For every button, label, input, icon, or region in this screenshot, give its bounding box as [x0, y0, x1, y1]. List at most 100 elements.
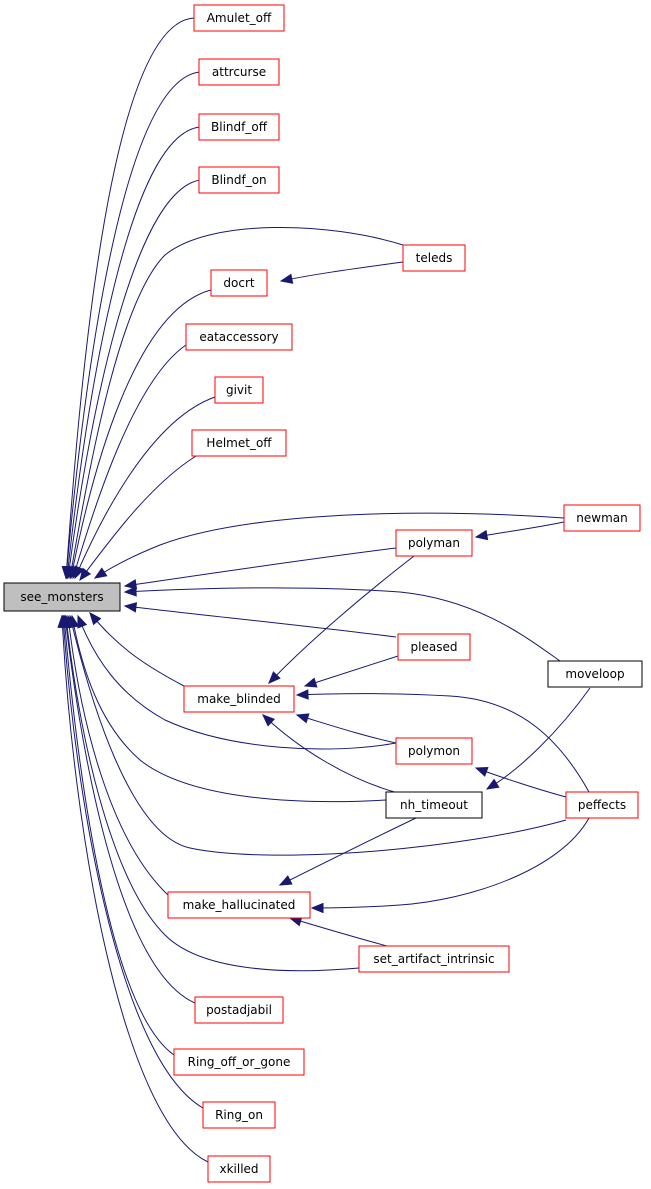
edge-line: [65, 615, 360, 972]
arrowhead-icon: [57, 614, 68, 628]
node-label: see_monsters: [20, 590, 103, 604]
node-teleds[interactable]: teleds: [402, 244, 466, 272]
edge-line: [486, 687, 591, 790]
node-label: make_blinded: [197, 692, 280, 706]
edge-line: [296, 714, 397, 744]
edge-line: [69, 227, 404, 579]
arrowhead-icon: [123, 586, 137, 597]
edge-Amulet_off-to-see_monsters: [61, 17, 196, 580]
edge-peffects-to-polymon: [474, 767, 567, 798]
node-box: [194, 996, 284, 1024]
edge-line: [296, 693, 590, 793]
node-box: [207, 1155, 271, 1183]
node-blindf-off[interactable]: Blindf_off: [198, 113, 280, 141]
edge-newman-to-see_monsters: [93, 512, 565, 579]
edge-line: [475, 767, 567, 798]
node-label: moveloop: [565, 667, 624, 681]
arrowhead-icon: [123, 579, 138, 590]
node-label: set_artifact_intrinsic: [373, 952, 494, 966]
node-label: docrt: [223, 276, 254, 290]
arrowhead-icon: [123, 602, 138, 613]
edge-postadjabil-to-see_monsters: [61, 614, 196, 1004]
edge-line: [66, 126, 201, 579]
node-eataccessory[interactable]: eataccessory: [185, 323, 293, 351]
node-make-blinded[interactable]: make_blinded: [183, 685, 295, 713]
edge-line: [124, 605, 397, 638]
node-newman[interactable]: newman: [563, 504, 641, 532]
arrowhead-icon: [485, 778, 500, 790]
node-label: Ring_off_or_gone: [188, 1055, 291, 1069]
edge-newman-to-polyman: [474, 521, 565, 541]
node-label: eataccessory: [199, 330, 278, 344]
node-box: [395, 529, 473, 557]
edge-line: [77, 615, 397, 750]
edge-line: [94, 512, 565, 579]
node-amulet-off[interactable]: Amulet_off: [193, 4, 285, 32]
node-box: [185, 323, 293, 351]
edge-peffects-to-see_monsters: [67, 614, 567, 856]
graph-edges: [57, 17, 591, 1163]
edge-line: [262, 714, 399, 794]
arrowhead-icon: [278, 875, 293, 886]
node-box: [385, 791, 483, 819]
node-polyman[interactable]: polyman: [395, 529, 473, 557]
edge-set_artifact_intrinsic-to-make_hallucinated: [288, 916, 388, 947]
node-make-hallucinated[interactable]: make_hallucinated: [167, 891, 311, 919]
node-attrcurse[interactable]: attrcurse: [198, 58, 280, 86]
edge-polymon-to-make_blinded: [295, 713, 397, 744]
node-box: [198, 113, 280, 141]
edge-polyman-to-make_blinded: [268, 555, 415, 684]
node-box: [563, 504, 641, 532]
node-polymon[interactable]: polymon: [395, 737, 473, 765]
node-givit[interactable]: givit: [214, 376, 264, 404]
node-blindf-on[interactable]: Blindf_on: [198, 166, 280, 194]
node-box: [397, 633, 471, 661]
node-label: polymon: [408, 744, 460, 758]
node-box: [214, 376, 264, 404]
node-ring-on[interactable]: Ring_on: [202, 1101, 276, 1129]
node-moveloop: moveloop: [547, 660, 643, 688]
node-set-artifact-intrinsic[interactable]: set_artifact_intrinsic: [358, 945, 510, 973]
node-box: [183, 685, 295, 713]
arrowhead-icon: [93, 567, 108, 579]
arrowhead-icon: [262, 714, 275, 727]
arrowhead-icon: [268, 671, 281, 684]
edge-polymon-to-see_monsters: [77, 614, 397, 750]
node-pleased[interactable]: pleased: [397, 633, 471, 661]
edge-line: [74, 396, 216, 579]
edge-line: [72, 344, 187, 579]
edge-line: [124, 587, 561, 662]
edge-line: [62, 615, 204, 1109]
edge-nh_timeout-to-make_blinded: [262, 714, 399, 794]
node-box: [193, 4, 285, 32]
node-ring-off-or-gone[interactable]: Ring_off_or_gone: [173, 1048, 305, 1076]
node-label: givit: [226, 383, 252, 397]
edge-xkilled-to-see_monsters: [57, 614, 209, 1163]
node-peffects[interactable]: peffects: [565, 791, 639, 819]
arrowhead-icon: [474, 767, 489, 777]
arrowhead-icon: [310, 902, 324, 914]
edge-line: [475, 521, 565, 538]
node-label: make_hallucinated: [183, 898, 296, 912]
node-box: [395, 737, 473, 765]
edge-line: [65, 17, 196, 579]
node-box: [198, 58, 280, 86]
node-box: [3, 582, 121, 612]
edge-Blindf_off-to-see_monsters: [63, 126, 201, 580]
node-box: [198, 166, 280, 194]
arrowhead-icon: [279, 273, 294, 284]
edge-Blindf_on-to-see_monsters: [64, 179, 201, 580]
node-label: Ring_on: [215, 1108, 263, 1122]
node-label: nh_timeout: [400, 798, 468, 812]
node-box: [202, 1101, 276, 1129]
arrowhead-icon: [74, 565, 85, 580]
edge-peffects-to-make_blinded: [295, 689, 590, 793]
node-label: xkilled: [219, 1162, 258, 1176]
node-postadjabil[interactable]: postadjabil: [194, 996, 284, 1024]
node-helmet-off[interactable]: Helmet_off: [191, 429, 287, 457]
node-nh-timeout: nh_timeout: [385, 791, 483, 819]
node-label: attrcurse: [212, 65, 266, 79]
node-xkilled[interactable]: xkilled: [207, 1155, 271, 1183]
node-docrt[interactable]: docrt: [210, 269, 268, 297]
edge-line: [311, 817, 590, 909]
